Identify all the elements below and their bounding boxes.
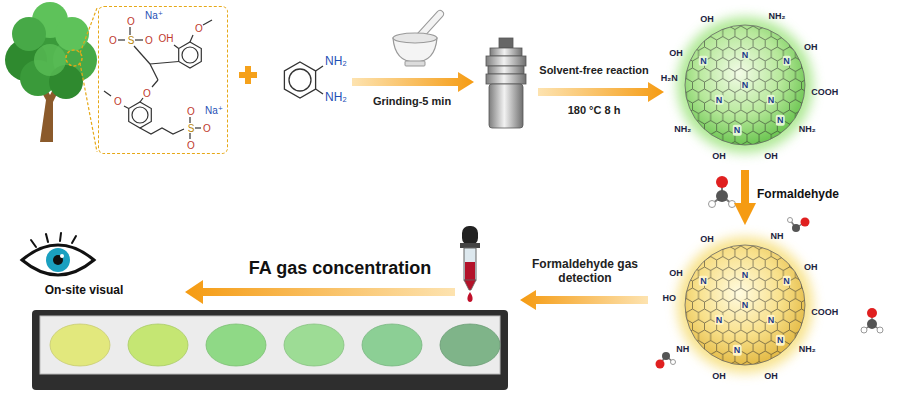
atom-label: H₂N (661, 73, 678, 83)
ring-nitrogen: N (741, 300, 750, 310)
atom-label: HO (663, 293, 677, 303)
atom-label: OH (712, 371, 726, 381)
step-label: Formaldehyde gas detection (523, 258, 648, 286)
atom-label: OH (159, 33, 174, 45)
lignin-structure-box: Na⁺OOSOOHOOOOSOONa⁺ (98, 6, 228, 154)
ring-nitrogen: N (782, 56, 791, 66)
atom-label: O (195, 23, 203, 35)
tree-icon (5, 2, 97, 152)
atom-label: O (127, 16, 135, 28)
atom-label: O (145, 35, 153, 47)
amine-label: NH₂ (325, 55, 347, 69)
ring-nitrogen: N (776, 335, 785, 345)
atom-label: OH (712, 151, 726, 161)
amine-label: NH₂ (325, 91, 347, 105)
atom-label: OH (669, 268, 683, 278)
dropper-icon (460, 226, 480, 302)
ring-nitrogen: N (715, 315, 724, 325)
plus-sign (239, 66, 257, 84)
atom-label: O (114, 96, 122, 108)
ring-nitrogen: N (776, 115, 785, 125)
process-arrow (185, 280, 455, 304)
ring-nitrogen: N (699, 276, 708, 286)
axis-label: FA gas concentration (249, 258, 431, 279)
atom-label: NH₂ (799, 123, 816, 133)
ring-nitrogen: N (715, 95, 724, 105)
mortar-icon (393, 14, 440, 66)
lignosulfonate-structure (104, 20, 212, 139)
ring-nitrogen: N (741, 50, 750, 60)
ring-nitrogen: N (733, 345, 742, 355)
atom-label: NH₂ (769, 11, 786, 21)
atom-label: OH (700, 14, 714, 24)
atom-label: Na⁺ (205, 105, 223, 117)
eye-icon (22, 233, 94, 275)
atom-label: O (109, 35, 117, 47)
atom-label: COOH (811, 307, 838, 317)
atom-label: NH₂ (799, 343, 816, 353)
atom-label: OH (700, 234, 714, 244)
atom-label: O (187, 106, 195, 118)
formaldehyde-molecule (709, 176, 736, 208)
ring-nitrogen: N (767, 95, 776, 105)
ring-nitrogen: N (733, 125, 742, 135)
ring-nitrogen: N (782, 276, 791, 286)
autoclave-icon (486, 38, 526, 128)
ring-nitrogen: N (767, 315, 776, 325)
caption-label: On-site visual (45, 284, 124, 298)
process-arrow (538, 82, 664, 102)
atom-label: OH (764, 151, 778, 161)
atom-label: O (143, 88, 151, 100)
atom-label: OH (669, 48, 683, 58)
atom-label: S (128, 35, 135, 47)
atom-label: OH (804, 262, 818, 272)
phenylenediamine-structure (284, 62, 323, 98)
atom-label: NH₂ (674, 123, 691, 133)
atom-label: S (188, 123, 195, 135)
ring-nitrogen: N (699, 56, 708, 66)
atom-label: NH (771, 231, 784, 241)
reagent-label: Formaldehyde (757, 187, 839, 201)
process-arrow (352, 72, 474, 92)
atom-label: O (187, 140, 195, 152)
atom-label: OH (804, 42, 818, 52)
process-arrow (520, 290, 648, 310)
ring-nitrogen: N (741, 80, 750, 90)
atom-label: Na⁺ (145, 10, 163, 22)
atom-label: NH (676, 343, 689, 353)
step-label: Solvent-free reaction (539, 64, 648, 77)
formaldehyde-adducts (656, 218, 884, 369)
green-carbon-dot: OHNH₂OHCOOHNH₂OHOHNH₂H₂NOHNNNNNNNN (650, 5, 840, 170)
ring-nitrogen: N (741, 270, 750, 280)
atom-label: O (203, 123, 211, 135)
reaction-arrow (741, 170, 749, 211)
condition-label: 180 °C 8 h (568, 104, 621, 117)
atom-label: OH (764, 371, 778, 381)
atom-label: COOH (811, 87, 838, 97)
yellow-carbon-dot: OHNHOHCOOHNH₂OHOHNHHOOHNNNNNNNN (650, 225, 840, 390)
test-strip (32, 310, 508, 390)
step-label: Grinding-5 min (373, 95, 451, 108)
